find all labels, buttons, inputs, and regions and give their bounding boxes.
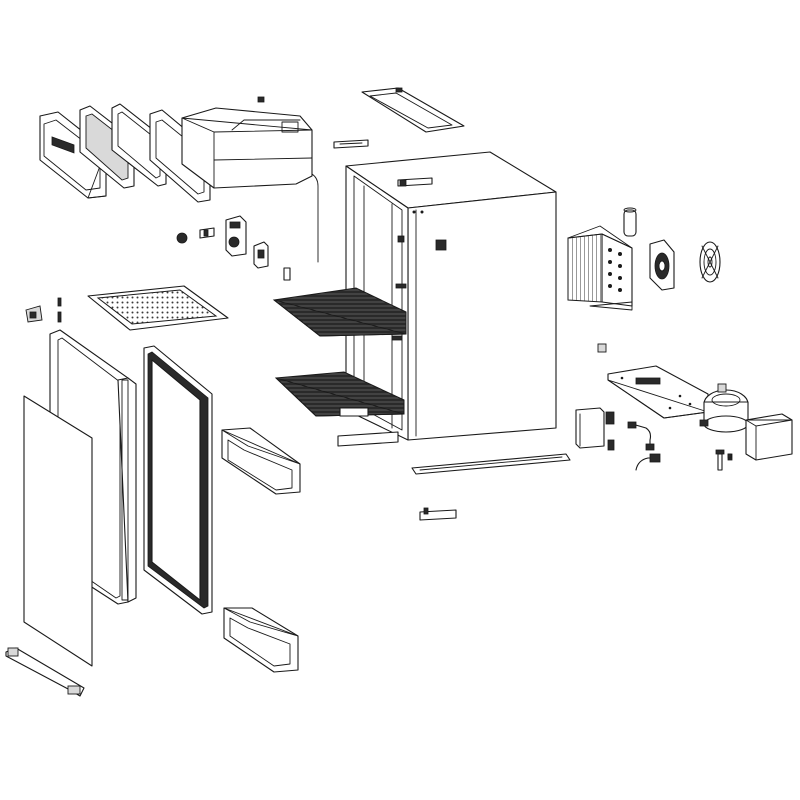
hinge-top [25,305,43,323]
small-clip [333,139,369,149]
cabinet-bottom-trim [411,453,571,475]
cabinet-handle-slot [397,177,433,187]
compressor [699,383,749,433]
pipe-fitting [627,421,655,451]
thermostat [225,215,247,257]
condenser-fan [649,239,675,291]
bottom-bracket [419,507,457,521]
compressor-baseplate [607,365,709,419]
wire-shelf-lower [274,371,405,417]
control-panel-cover [39,111,107,199]
screw [715,449,733,471]
small-grommet-pin [57,297,62,323]
door-outer-panel [23,395,93,667]
control-panel-frame [79,105,135,189]
bottom-trim-door [5,647,85,697]
hinge-bottom [575,407,615,451]
fan-guard [699,241,721,283]
door-bin-lower [223,607,299,673]
knob [176,232,188,244]
control-panel-inner-frame [149,109,211,203]
foot [727,453,732,459]
switch [253,241,269,269]
relay-box [745,413,793,461]
drain-tube [635,453,661,471]
sensor-clip [199,227,215,239]
small-grommet [597,343,607,353]
door-bin-upper [221,427,301,495]
door-pin [283,267,291,281]
capacitor [623,207,637,237]
small-bracket [257,96,265,103]
evaporator-housing [181,107,319,263]
glass-shelf [87,285,229,331]
top-trim-strip [361,87,465,133]
cabinet-base-rail [337,431,399,447]
door-gasket-frame [143,345,213,615]
wire-shelf-upper [272,287,407,337]
condenser [567,225,633,311]
